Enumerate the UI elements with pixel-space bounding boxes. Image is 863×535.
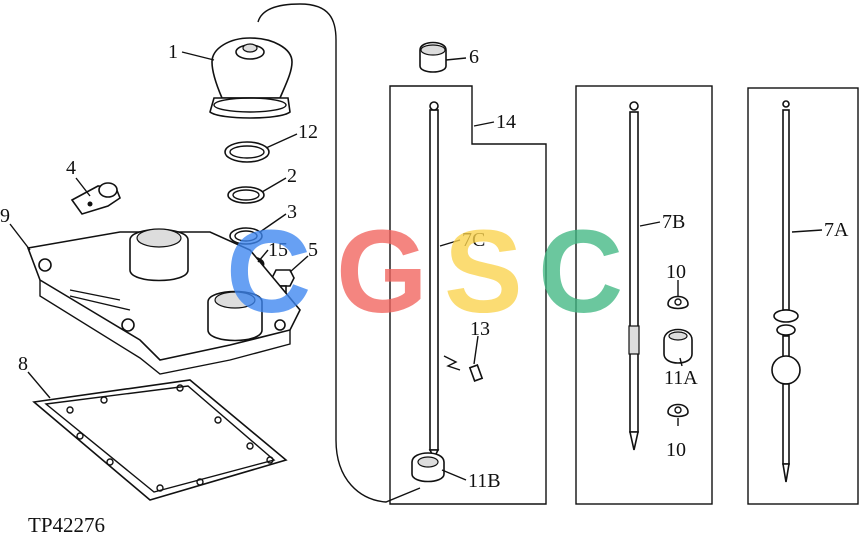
callout-11a: 11A — [664, 367, 698, 389]
callout-3: 3 — [287, 201, 297, 223]
callout-14: 14 — [496, 111, 516, 133]
panel-7b-frame — [575, 85, 713, 505]
cap-6 — [419, 41, 447, 73]
callout-4: 4 — [66, 157, 76, 179]
cover-plate-9 — [26, 228, 301, 375]
leader-lines — [9, 51, 823, 481]
callout-10-lower: 10 — [666, 439, 686, 461]
clip-10-lower — [667, 403, 689, 418]
bearing-3 — [229, 227, 263, 245]
seal-ring-12 — [224, 141, 270, 163]
callout-15: 15 — [268, 239, 288, 261]
callout-8: 8 — [18, 353, 28, 375]
watermark-letter-s: S — [444, 206, 523, 338]
watermark-letter-c1: C — [226, 206, 311, 338]
callout-2: 2 — [287, 165, 297, 187]
callout-13: 13 — [470, 318, 490, 340]
pin-13 — [443, 355, 484, 382]
shift-lever-7b — [628, 101, 640, 451]
callout-11b: 11B — [468, 470, 501, 492]
watermark-letter-c2: C — [538, 206, 623, 338]
shift-lever-7a — [771, 100, 801, 483]
callout-7c: 7C — [462, 229, 485, 251]
callout-6: 6 — [469, 46, 479, 68]
clip-4 — [70, 182, 121, 215]
boot-part-1 — [209, 37, 293, 119]
callout-10-upper: 10 — [666, 261, 686, 283]
gasket-8 — [32, 379, 288, 501]
callout-12: 12 — [298, 121, 318, 143]
callout-5: 5 — [308, 239, 318, 261]
watermark: C G S C — [226, 206, 623, 338]
callout-7b: 7B — [662, 211, 685, 233]
callout-9: 9 — [0, 205, 10, 227]
knob-11b — [411, 452, 445, 483]
callout-1: 1 — [168, 41, 178, 63]
snap-ring-2 — [227, 186, 265, 204]
connector-curve — [257, 3, 421, 503]
watermark-letter-g: G — [336, 206, 428, 338]
panel-14-frame — [389, 85, 547, 505]
clip-10-upper — [667, 295, 689, 310]
shift-lever-7c — [428, 101, 440, 460]
callout-7a: 7A — [824, 219, 849, 241]
panel-7a-frame — [747, 87, 859, 505]
figure-code: TP42276 — [28, 513, 105, 535]
ball-11a — [663, 328, 693, 364]
